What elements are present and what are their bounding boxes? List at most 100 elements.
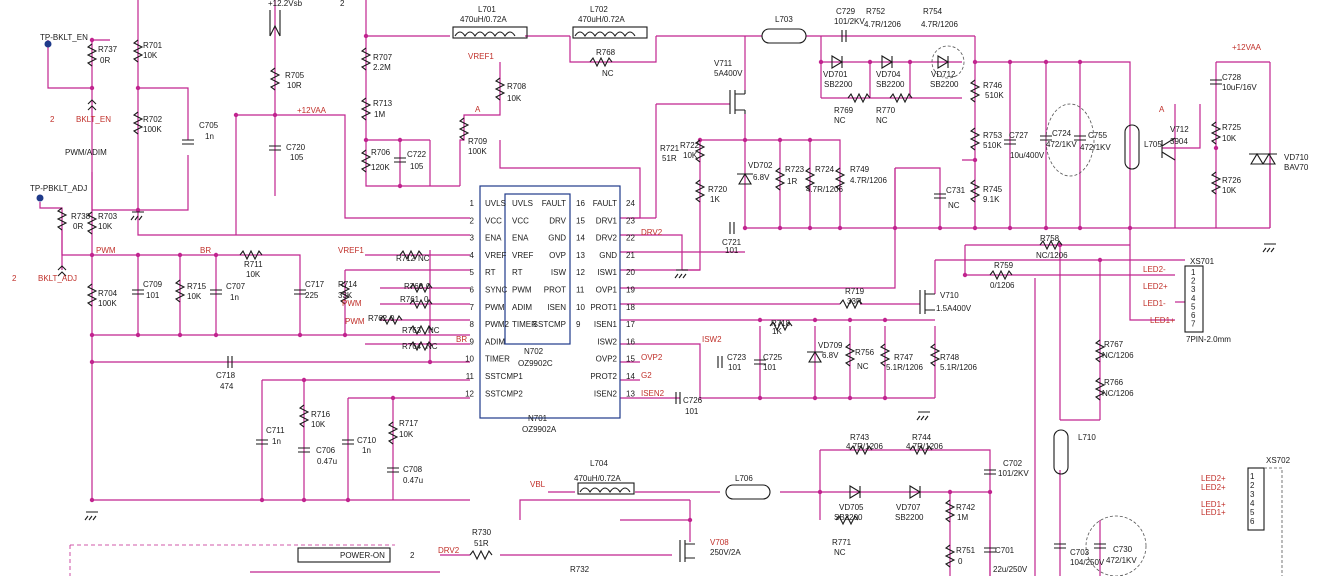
chip-right-pin-inner-number: 14 [576,234,585,243]
label-r766-value: NC/1206 [1102,389,1134,398]
label-l701-name: L701 [478,5,496,14]
chip-right-pin-inner-number: 9 [576,320,581,329]
chip-right-pin-inner: OVP [549,251,566,260]
label-r763-name: R763 [402,326,422,335]
label-r721-name: R721 [660,144,680,153]
label-r754-name: R754 [923,7,943,16]
chip-right-pin-number: 16 [626,337,635,346]
net-a2: A [1159,105,1165,114]
net-pwm-mid2: PWM [345,317,365,326]
net-drv2: DRV2 [641,228,663,237]
net-isen2: ISEN2 [641,389,665,398]
label-c711-value: 1n [272,437,281,446]
label-r768-name: R768 [596,48,616,57]
chip-right-pin-inner-number: 13 [576,251,585,260]
net-power-on: POWER-ON [340,551,385,560]
label-c755-value: 472/1KV [1080,143,1111,152]
xs701-pin-number: 1 [1191,268,1196,277]
chip-right-pin-outer: DRV1 [596,216,618,225]
xs702-net-label: LED2+ [1201,483,1226,492]
label-vd709-name: VD709 [818,341,843,350]
chip-n702-ref: N702 [524,347,544,356]
label-r737-value: 0R [100,56,110,65]
chip-right-pin-inner-number: 10 [576,303,585,312]
label-c730-name: C730 [1113,545,1133,554]
chip-right-pin-inner-number: 15 [576,216,585,225]
chip-n702-part: OZ9902C [518,359,553,368]
label-r745-name: R745 [983,185,1003,194]
chip-right-pin-number: 17 [626,320,635,329]
label-r718-value: 1K [772,327,782,336]
chip-right-pin-number: 23 [626,216,635,225]
label-l702-name: L702 [590,5,608,14]
label-r749-value: 4.7R/1206 [850,176,887,185]
label-l703-name: L703 [775,15,793,24]
label-r705-name: R705 [285,71,305,80]
label-r753-value: 510K [983,141,1002,150]
chip-right-pin-number: 19 [626,286,635,295]
label-r748-value: 5.1R/1206 [940,363,977,372]
label-c722-value: 105 [410,162,424,171]
label-r707-name: R707 [373,53,393,62]
label-vd701-name: VD701 [823,70,848,79]
label-c708-name: C708 [403,465,423,474]
label-c706-name: C706 [316,446,336,455]
chip-left-pin-outer: SYNC [485,286,507,295]
label-r754-value: 4.7R/1206 [921,20,958,29]
chip-left-pin-number: 5 [470,268,475,277]
chip-right-pin-number: 20 [626,268,635,277]
label-r724-name: R724 [815,165,835,174]
label-c705-value: 1n [205,132,214,141]
label-c701-name: C701 [995,546,1015,555]
net-a: A [475,105,481,114]
label-r744-name: R744 [912,433,932,442]
label-r749-name: R749 [850,165,870,174]
label-c702-value: 101/2KV [998,469,1029,478]
xs701-name: XS701 [1190,257,1215,266]
label-r743-name: R743 [850,433,870,442]
label-vd705-value: SB2200 [834,513,863,522]
label-r758-value: NC/1206 [1036,251,1068,260]
label-r717-value: 10K [399,430,414,439]
label-r709-name: R709 [468,137,488,146]
chip-left-pin-outer: SSTCMP2 [485,389,523,398]
label-r743-value: 4.7R/1206 [846,442,883,451]
net-ovp2: OVP2 [641,353,663,362]
label-c724-value: 472/1KV [1046,140,1077,149]
label-c711-name: C711 [266,426,285,435]
net-vbl: VBL [530,480,546,489]
label-r719-value: 33R [847,297,862,306]
label-c728-name: C728 [1222,73,1242,82]
label-r751-value: 0 [958,557,963,566]
label-r725-name: R725 [1222,123,1242,132]
net-pwm-mid: PWM [342,299,362,308]
label-r709-value: 100K [468,147,487,156]
net-drv2-b: DRV2 [438,546,460,555]
net-led2p: LED2+ [1143,282,1168,291]
chip-right-pin-outer: ISEN2 [594,389,618,398]
label-r745-value: 9.1K [983,195,1000,204]
chip-left-pin-outer: TIMER [485,355,510,364]
label-v710-name: V710 [940,291,959,300]
label-vd702-name: VD702 [748,161,773,170]
label-l702-value: 470uH/0.72A [578,15,625,24]
net-vref1-a: VREF1 [338,246,364,255]
label-r747-value: 5.1R/1206 [886,363,923,372]
net-bklt-en: BKLT_EN [76,115,111,124]
net-led1p: LED1+ [1150,316,1175,325]
label-r708-value: 10K [507,94,522,103]
net-v12vaa-a: +12VAA [297,106,327,115]
chip-right-pin-outer: ISEN1 [594,320,618,329]
net-pwm-left: PWM [96,246,116,255]
label-r766-name: R766 [1104,378,1124,387]
label-c706-value: 0.47u [317,457,337,466]
label-r771-name: R771 [832,538,852,547]
label-c718-value: 474 [220,382,234,391]
label-c705-name: C705 [199,121,219,130]
xs702-pin-number: 3 [1250,490,1255,499]
label-r769-name: R769 [834,106,854,115]
label-r762-value: 0 [390,314,395,323]
label-r756-value: NC [857,362,869,371]
label-l704-name: L704 [590,459,608,468]
